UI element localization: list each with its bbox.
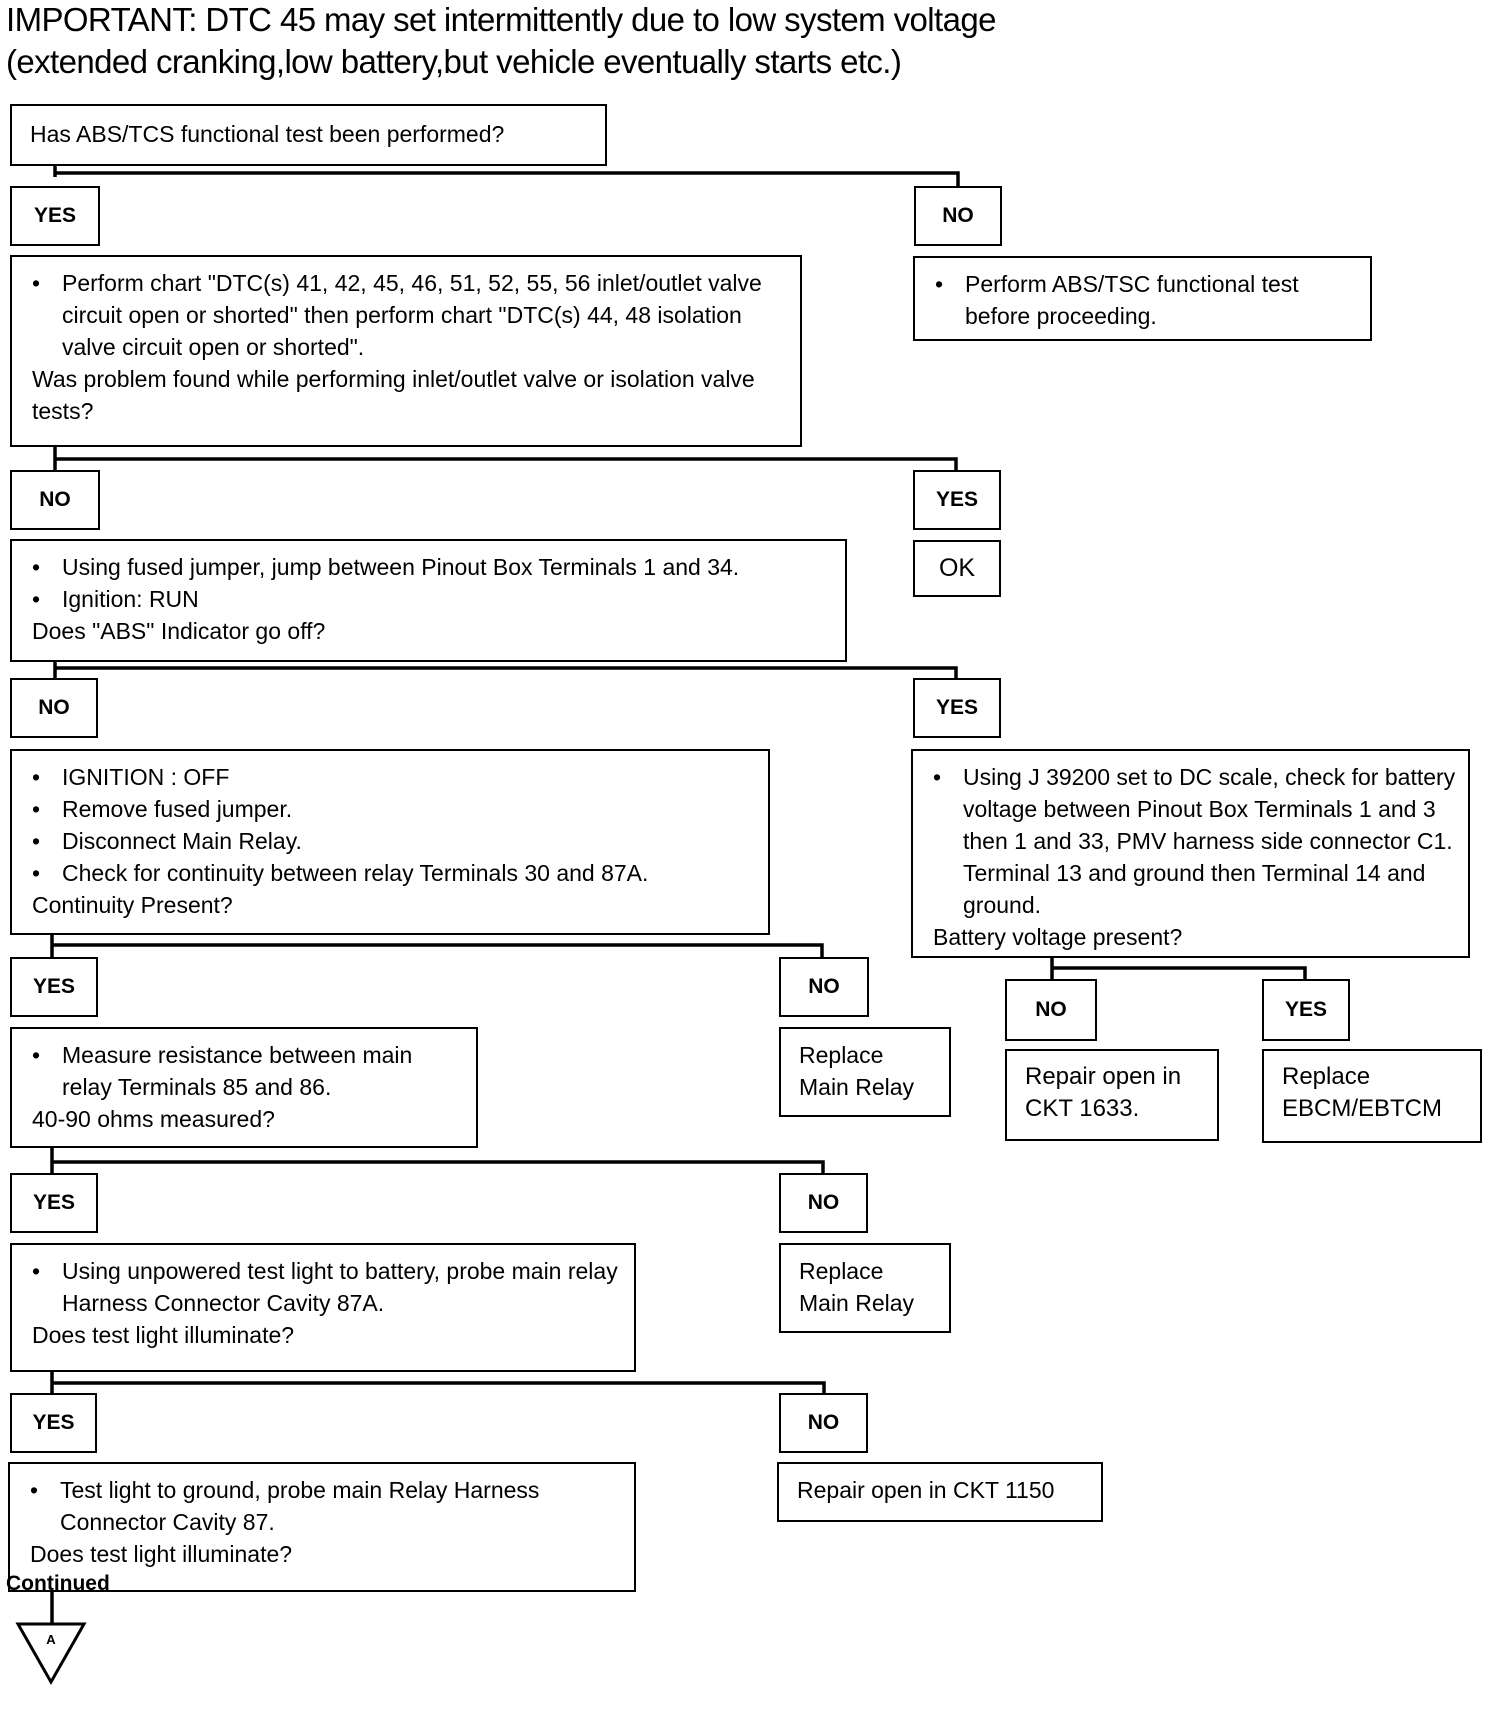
question-battery-voltage: Using J 39200 set to DC scale, check for… bbox=[911, 749, 1470, 958]
bullet-item: IGNITION : OFF bbox=[32, 761, 752, 793]
question-inlet-outlet-valve-tests: Perform chart "DTC(s) 41, 42, 45, 46, 51… bbox=[10, 255, 802, 447]
question-abs-functional-test: Has ABS/TCS functional test been perform… bbox=[10, 104, 607, 166]
action-repair-ckt-1633: Repair open in CKT 1633. bbox=[1005, 1049, 1219, 1141]
question-text: Does "ABS" Indicator go off? bbox=[32, 618, 326, 644]
bullet-item: Using unpowered test light to battery, p… bbox=[32, 1255, 618, 1319]
bullet-item: Using J 39200 set to DC scale, check for… bbox=[933, 761, 1458, 921]
question-relay-continuity: IGNITION : OFF Remove fused jumper. Disc… bbox=[10, 749, 770, 935]
label-yes: YES bbox=[913, 470, 1001, 530]
question-text: Was problem found while performing inlet… bbox=[32, 366, 755, 424]
action-replace-ebcm: Replace EBCM/EBTCM bbox=[1262, 1049, 1482, 1143]
action-text: Replace EBCM/EBTCM bbox=[1282, 1063, 1443, 1122]
important-note-line-1: IMPORTANT: DTC 45 may set intermittently… bbox=[6, 1, 996, 38]
action-text: Repair open in CKT 1150 bbox=[797, 1477, 1055, 1503]
label-no: NO bbox=[779, 1173, 868, 1233]
question-relay-resistance: Measure resistance between main relay Te… bbox=[10, 1027, 478, 1148]
question-text: Has ABS/TCS functional test been perform… bbox=[30, 121, 505, 147]
label-no: NO bbox=[779, 1393, 868, 1453]
action-text: Replace Main Relay bbox=[799, 1042, 915, 1100]
important-note-line-2: (extended cranking,low battery,but vehic… bbox=[6, 43, 902, 80]
action-replace-main-relay: Replace Main Relay bbox=[779, 1027, 951, 1117]
bullet-item: Disconnect Main Relay. bbox=[32, 825, 752, 857]
bullet-item: Remove fused jumper. bbox=[32, 793, 752, 825]
action-perform-functional-test: Perform ABS/TSC functional test before p… bbox=[913, 256, 1372, 341]
action-text: Replace Main Relay bbox=[799, 1258, 915, 1316]
question-text: Does test light illuminate? bbox=[32, 1322, 295, 1348]
bullet-item: Check for continuity between relay Termi… bbox=[32, 857, 752, 889]
connector-symbol: A bbox=[46, 1632, 56, 1647]
action-text: Repair open in CKT 1633. bbox=[1025, 1063, 1182, 1122]
bullet-item: Using fused jumper, jump between Pinout … bbox=[32, 551, 829, 583]
label-yes: YES bbox=[10, 1173, 98, 1233]
action-replace-main-relay: Replace Main Relay bbox=[779, 1243, 951, 1333]
label-no: NO bbox=[10, 678, 98, 738]
question-text: 40-90 ohms measured? bbox=[32, 1106, 275, 1132]
bullet-item: Perform ABS/TSC functional test before p… bbox=[935, 268, 1354, 332]
bullet-item: Measure resistance between main relay Te… bbox=[32, 1039, 460, 1103]
bullet-item: Test light to ground, probe main Relay H… bbox=[30, 1474, 618, 1538]
question-text: Battery voltage present? bbox=[933, 924, 1183, 950]
label-no: NO bbox=[10, 470, 100, 530]
label-no: NO bbox=[1005, 979, 1097, 1041]
label-yes: YES bbox=[10, 957, 98, 1017]
action-repair-ckt-1150: Repair open in CKT 1150 bbox=[777, 1462, 1103, 1522]
label-yes: YES bbox=[1262, 979, 1350, 1041]
bullet-item: Ignition: RUN bbox=[32, 583, 829, 615]
label-no: NO bbox=[914, 186, 1002, 246]
question-abs-indicator: Using fused jumper, jump between Pinout … bbox=[10, 539, 847, 662]
bullet-item: Perform chart "DTC(s) 41, 42, 45, 46, 51… bbox=[32, 267, 784, 363]
question-text: Does test light illuminate? bbox=[30, 1541, 293, 1567]
result-ok: OK bbox=[913, 540, 1001, 597]
question-test-light-87a: Using unpowered test light to battery, p… bbox=[10, 1243, 636, 1372]
label-no: NO bbox=[779, 957, 869, 1017]
label-yes: YES bbox=[10, 186, 100, 246]
continued-caption: Continued bbox=[6, 1572, 110, 1595]
question-test-light-87: Test light to ground, probe main Relay H… bbox=[8, 1462, 636, 1592]
label-yes: YES bbox=[10, 1393, 97, 1453]
label-yes: YES bbox=[913, 678, 1001, 738]
question-text: Continuity Present? bbox=[32, 892, 233, 918]
